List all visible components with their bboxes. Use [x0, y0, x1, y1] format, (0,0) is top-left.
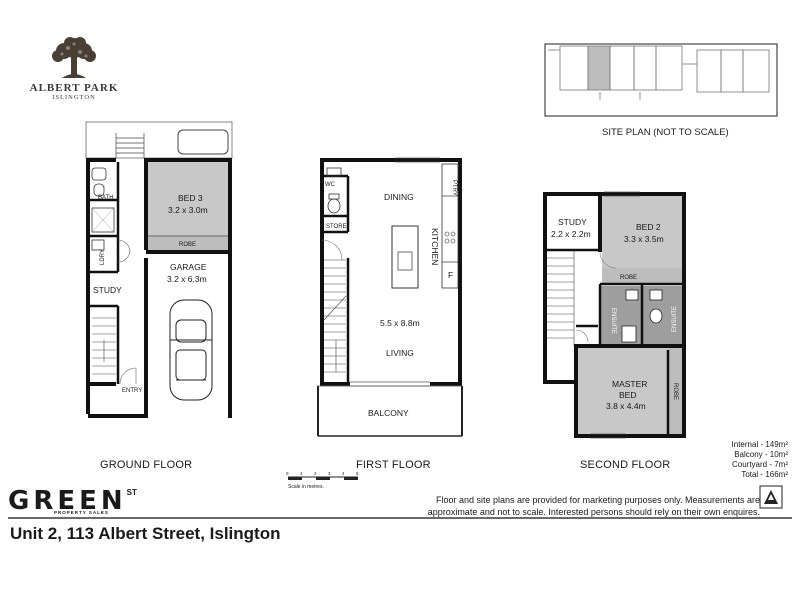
disclaimer-line-2: approximate and not to scale. Interested…	[427, 507, 760, 517]
ff-wc-label: WC	[325, 182, 336, 188]
disclaimer: Floor and site plans are provided for ma…	[360, 494, 760, 518]
gf-entry-label: ENTRY	[122, 388, 142, 394]
tree-icon	[52, 37, 96, 78]
brand-suburb: ISLINGTON	[52, 94, 96, 101]
sf-study-name: STUDY	[558, 217, 587, 227]
sf-master-name: MASTER	[612, 379, 647, 389]
ground-floor-plan: BATH BED 3 3.2 x 3.0m ROBE LDRY GARAGE 3…	[85, 121, 233, 471]
property-address: Unit 2, 113 Albert Street, Islington	[10, 524, 281, 543]
sf-robe-label: ROBE	[620, 275, 637, 281]
ff-store-label: STORE	[326, 224, 347, 230]
gf-garage-name: GARAGE	[170, 262, 207, 272]
scale-tick-1: 1	[300, 471, 303, 476]
area-balcony: Balcony - 10m²	[734, 450, 788, 459]
gf-bed3-size: 3.2 x 3.0m	[168, 205, 208, 215]
scale-tick-2: 2	[314, 471, 317, 476]
ff-fridge-label: F	[448, 270, 453, 280]
ground-floor-title: GROUND FLOOR	[100, 459, 192, 471]
gf-bed3-name: BED 3	[178, 193, 203, 203]
scale-bar: 0 1 2 3 4 5 Scale in metres.	[286, 471, 359, 490]
ff-kitchen-label: KITCHEN	[430, 228, 440, 265]
gf-robe-label: ROBE	[179, 242, 196, 248]
sf-master-robe: ROBE	[672, 383, 678, 400]
site-plan-label: SITE PLAN (NOT TO SCALE)	[602, 127, 729, 138]
car-icon	[169, 299, 213, 401]
ff-balcony-label: BALCONY	[368, 408, 409, 418]
second-floor-title: SECOND FLOOR	[580, 459, 670, 471]
sf-ensuite-right: ENSUITE	[672, 306, 678, 332]
sf-study-size: 2.2 x 2.2m	[551, 229, 591, 239]
area-total: Total - 166m²	[741, 470, 788, 479]
disclaimer-line-1: Floor and site plans are provided for ma…	[436, 495, 760, 505]
agency-logo: GREENST PROPERTY SALES	[8, 486, 137, 520]
scale-tick-5: 5	[356, 471, 359, 476]
ff-living-label: LIVING	[386, 348, 414, 358]
area-summary: Internal - 149m² Balcony - 10m² Courtyar…	[648, 440, 788, 480]
sf-ensuite-left: ENSUITE	[610, 308, 616, 334]
sf-bed2-name: BED 2	[636, 222, 661, 232]
ff-ptry-label: PTRY	[451, 180, 457, 196]
ff-size-label: 5.5 x 8.8m	[380, 318, 420, 328]
scale-tick-4: 4	[342, 471, 345, 476]
ff-dining-label: DINING	[384, 192, 414, 202]
agency-word: GREEN	[8, 486, 127, 516]
gf-garage-size: 3.2 x 6.3m	[167, 274, 207, 284]
area-internal: Internal - 149m²	[731, 440, 788, 449]
scale-label: Scale in metres.	[288, 484, 324, 490]
area-courtyard: Courtyard - 7m²	[731, 460, 788, 469]
gf-bath-label: BATH	[98, 195, 114, 201]
gf-ldry-label: LDRY	[100, 249, 106, 265]
brand-name: ALBERT PARK	[29, 82, 119, 94]
sf-master-name2: BED	[619, 390, 636, 400]
compass-icon	[759, 485, 783, 509]
sf-bed2-size: 3.3 x 3.5m	[624, 234, 664, 244]
first-floor-title: FIRST FLOOR	[356, 459, 431, 471]
agency-tagline: PROPERTY SALES	[54, 510, 109, 515]
gf-study-label: STUDY	[93, 285, 122, 295]
scale-tick-0: 0	[286, 471, 289, 476]
first-floor-plan: WC STORE DINING PTRY KITCHEN F 5.5 x 8.8…	[317, 157, 463, 471]
agency-suffix: ST	[126, 488, 137, 497]
sf-master-size: 3.8 x 4.4m	[606, 401, 646, 411]
second-floor-plan: STUDY 2.2 x 2.2m BED 2 3.3 x 3.5m ROBE E…	[543, 191, 686, 471]
brand-logo: ALBERT PARK ISLINGTON	[28, 34, 120, 104]
site-plan: SITE PLAN (NOT TO SCALE)	[544, 43, 778, 138]
scale-tick-3: 3	[328, 471, 331, 476]
